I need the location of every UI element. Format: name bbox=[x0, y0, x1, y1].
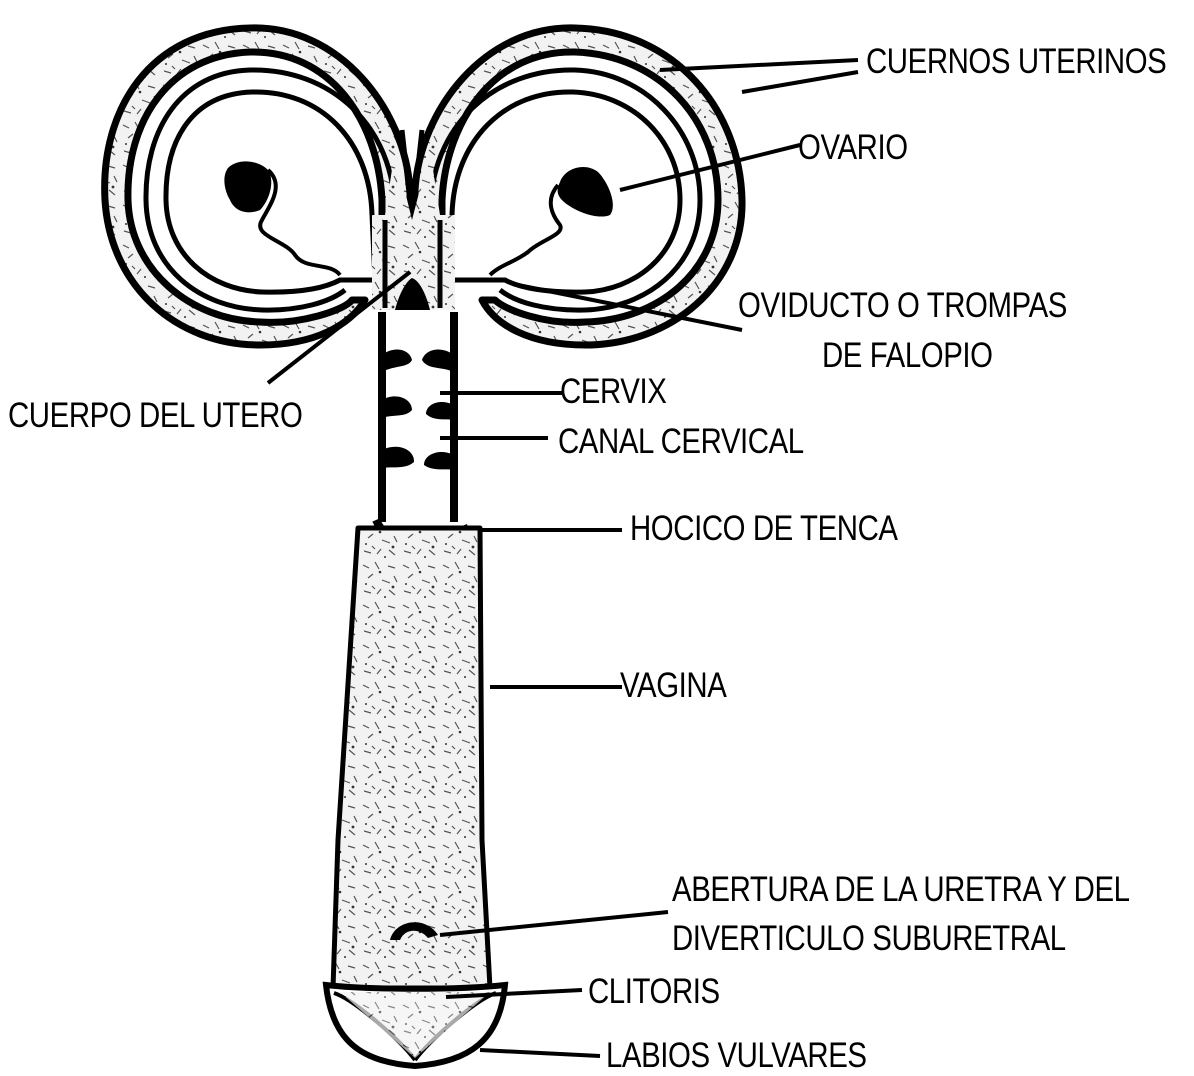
label-cuerpo-del-utero: CUERPO DEL UTERO bbox=[8, 396, 302, 436]
label-labios-vulvares: LABIOS VULVARES bbox=[606, 1036, 867, 1076]
label-hocico-de-tenca: HOCICO DE TENCA bbox=[630, 509, 898, 549]
vagina bbox=[333, 528, 490, 1012]
label-cervix: CERVIX bbox=[560, 372, 666, 412]
label-abertura-line1: ABERTURA DE LA URETRA Y DEL bbox=[672, 870, 1130, 910]
label-ovario: OVARIO bbox=[798, 128, 908, 168]
label-oviducto-line1: OVIDUCTO O TROMPAS bbox=[738, 286, 1067, 326]
label-abertura-line2: DIVERTICULO SUBURETRAL bbox=[672, 919, 1066, 959]
label-vagina: VAGINA bbox=[620, 666, 726, 706]
label-cuernos-uterinos: CUERNOS UTERINOS bbox=[866, 42, 1166, 82]
label-canal-cervical: CANAL CERVICAL bbox=[558, 422, 804, 462]
label-clitoris: CLITORIS bbox=[588, 972, 720, 1012]
label-oviducto-line2: DE FALOPIO bbox=[822, 336, 993, 376]
cervix bbox=[376, 312, 468, 540]
